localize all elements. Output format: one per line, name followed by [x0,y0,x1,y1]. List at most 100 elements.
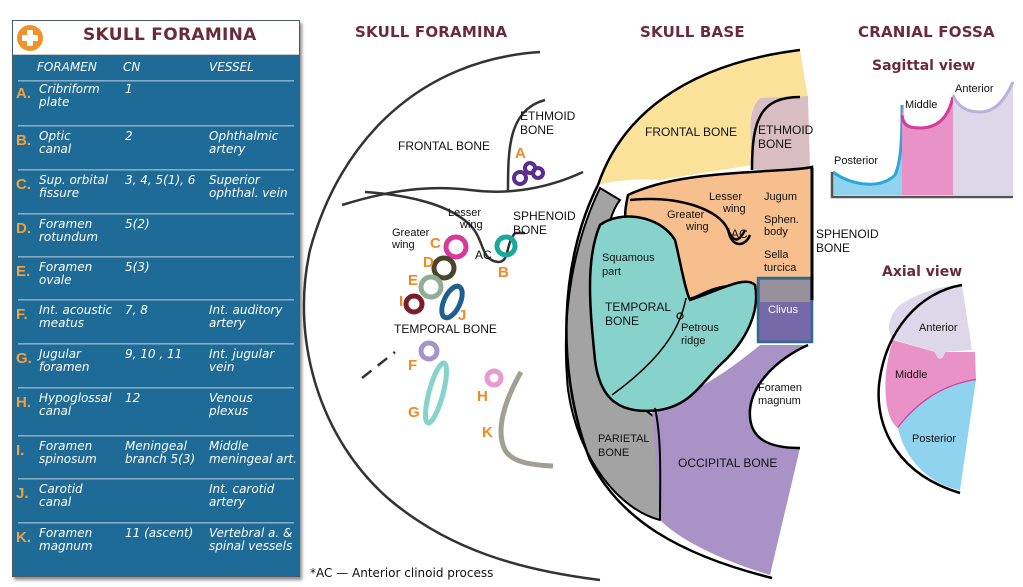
sb-label-ac: AC [731,227,748,241]
column-header-foramen: FORAMEN [37,60,97,74]
sb-label-greater-2: wing [685,221,709,233]
sb-label-foramen-magnum-2: magnum [758,395,801,407]
sb-label-lesser-1: Lesser [709,191,742,203]
sb-label-temporal-2: BONE [605,314,639,328]
marker-letter-b: B [498,264,509,281]
cell-foramen: Foramen spinosum [39,439,97,466]
marker-letter-g: G [408,404,420,421]
marker-letter-f: F [408,357,417,374]
cell-vessel: Int. auditory artery [209,303,283,330]
table-title: SKULL FORAMINA [83,25,257,45]
axial-label-middle: Middle [895,369,927,381]
row-letter: D. [16,220,31,237]
foramen-marker-j [439,283,465,321]
row-divider [18,387,294,389]
row-divider [18,213,294,215]
sb-label-sphenoid-2: BONE [816,241,850,255]
sb-label-sphen-1: Sphen. [764,214,799,226]
row-divider [18,299,294,301]
cell-cn: 5(2) [125,217,150,231]
sb-label-clivus: Clivus [768,304,798,316]
axial-anterior [888,285,972,359]
marker-letter-c: C [430,235,441,252]
foramen-marker-h [484,368,504,388]
cell-vessel: Venous plexus [209,391,253,418]
label-lesser-wing-2: wing [459,219,483,231]
cell-vessel: Int. jugular vein [209,347,275,374]
cell-vessel: Middle meningeal art. [209,439,297,466]
axial-view-title: Axial view [882,264,963,280]
foramen-marker-a [512,161,545,186]
cell-cn: 5(3) [125,260,150,274]
skull-base-diagram: FRONTAL BONE ETHMOID BONE Lesser wing Gr… [564,48,879,580]
table-header-bar: SKULL FORAMINA [13,21,299,55]
sb-label-ethmoid-2: BONE [758,137,792,151]
skull-outline [302,50,601,582]
cell-cn: Meningeal branch 5(3) [125,439,196,466]
sb-label-greater-1: Greater [667,209,705,221]
row-letter: F. [16,306,28,323]
foramen-marker-c [443,234,469,260]
sagittal-view-diagram: Posterior Middle Anterior [830,81,1015,199]
cell-cn: 1 [125,82,133,96]
cell-vessel: Superior ophthal. vein [209,173,288,200]
cell-foramen: Optic canal [39,129,72,156]
ethmoid-boundary [506,98,546,193]
foramina-diagram-title: SKULL FORAMINA [355,23,508,41]
cell-foramen: Foramen magnum [39,526,93,553]
cell-foramen: Foramen ovale [39,260,93,287]
cell-vessel: Ophthalmic artery [209,129,279,156]
footnote: *AC — Anterior clinoid process [310,566,494,580]
sb-label-sella-1: Sella [764,249,789,261]
axial-label-posterior: Posterior [912,433,956,445]
frontal-boundary [341,170,584,207]
column-header-vessel: VESSEL [209,60,254,74]
marker-letter-e: E [408,272,418,289]
marker-letter-j: J [458,307,466,324]
row-divider [18,343,294,345]
cell-cn: 12 [125,391,141,405]
cell-foramen: Sup. orbital fissure [39,173,109,200]
cell-cn: 2 [125,129,133,143]
plus-circle-icon [17,25,43,51]
region-frontal [598,50,808,185]
cell-cn: 11 (ascent) [125,526,194,540]
row-divider [18,256,294,258]
foramen-marker-f [418,340,440,362]
row-letter: A. [16,85,31,102]
sb-label-foramen-magnum-1: Foramen [758,382,802,394]
label-sphenoid-bone-1: SPHENOID [513,209,576,223]
cell-vessel: Vertebral a. & spinal vessels [209,526,293,553]
label-temporal-bone: TEMPORAL BONE [394,322,497,336]
row-letter: J. [16,485,29,502]
sagittal-middle [902,97,953,195]
row-letter: K. [16,529,31,546]
cell-foramen: Jugular foramen [39,347,90,374]
marker-letter-h: H [477,388,488,405]
row-letter: G. [16,350,32,367]
row-divider [18,522,294,524]
row-divider [18,169,294,171]
sagittal-posterior [833,105,902,195]
column-header-cn: CN [123,60,141,74]
foramen-marker-b [494,234,518,258]
skull-base-title: SKULL BASE [640,23,745,41]
cell-cn: 9, 10 , 11 [125,347,183,361]
sb-label-parietal-1: PARIETAL [598,433,650,445]
region-occipital [652,345,808,575]
sb-label-petrous-1: Petrous [681,322,719,334]
sb-label-squamous-1: Squamous [602,252,655,264]
cranial-fossa-title: CRANIAL FOSSA [858,23,995,41]
label-greater-wing-2: wing [391,239,415,251]
cell-foramen: Cribriform plate [39,82,100,109]
foramina-table: SKULL FORAMINA FORAMEN CN VESSEL A. Cribr… [12,20,300,577]
sb-label-sella-2: turcica [764,262,797,274]
lesser-wing-line [364,190,525,264]
cell-cn: 3, 4, 5(1), 6 [125,173,196,187]
cell-foramen: Carotid canal [39,482,83,509]
foramen-marker-g [423,360,449,426]
sb-label-sphenoid-1: SPHENOID [816,227,879,241]
sb-label-frontal: FRONTAL BONE [645,125,737,139]
foramen-marker-e [418,274,444,300]
sagittal-label-posterior: Posterior [834,155,878,167]
